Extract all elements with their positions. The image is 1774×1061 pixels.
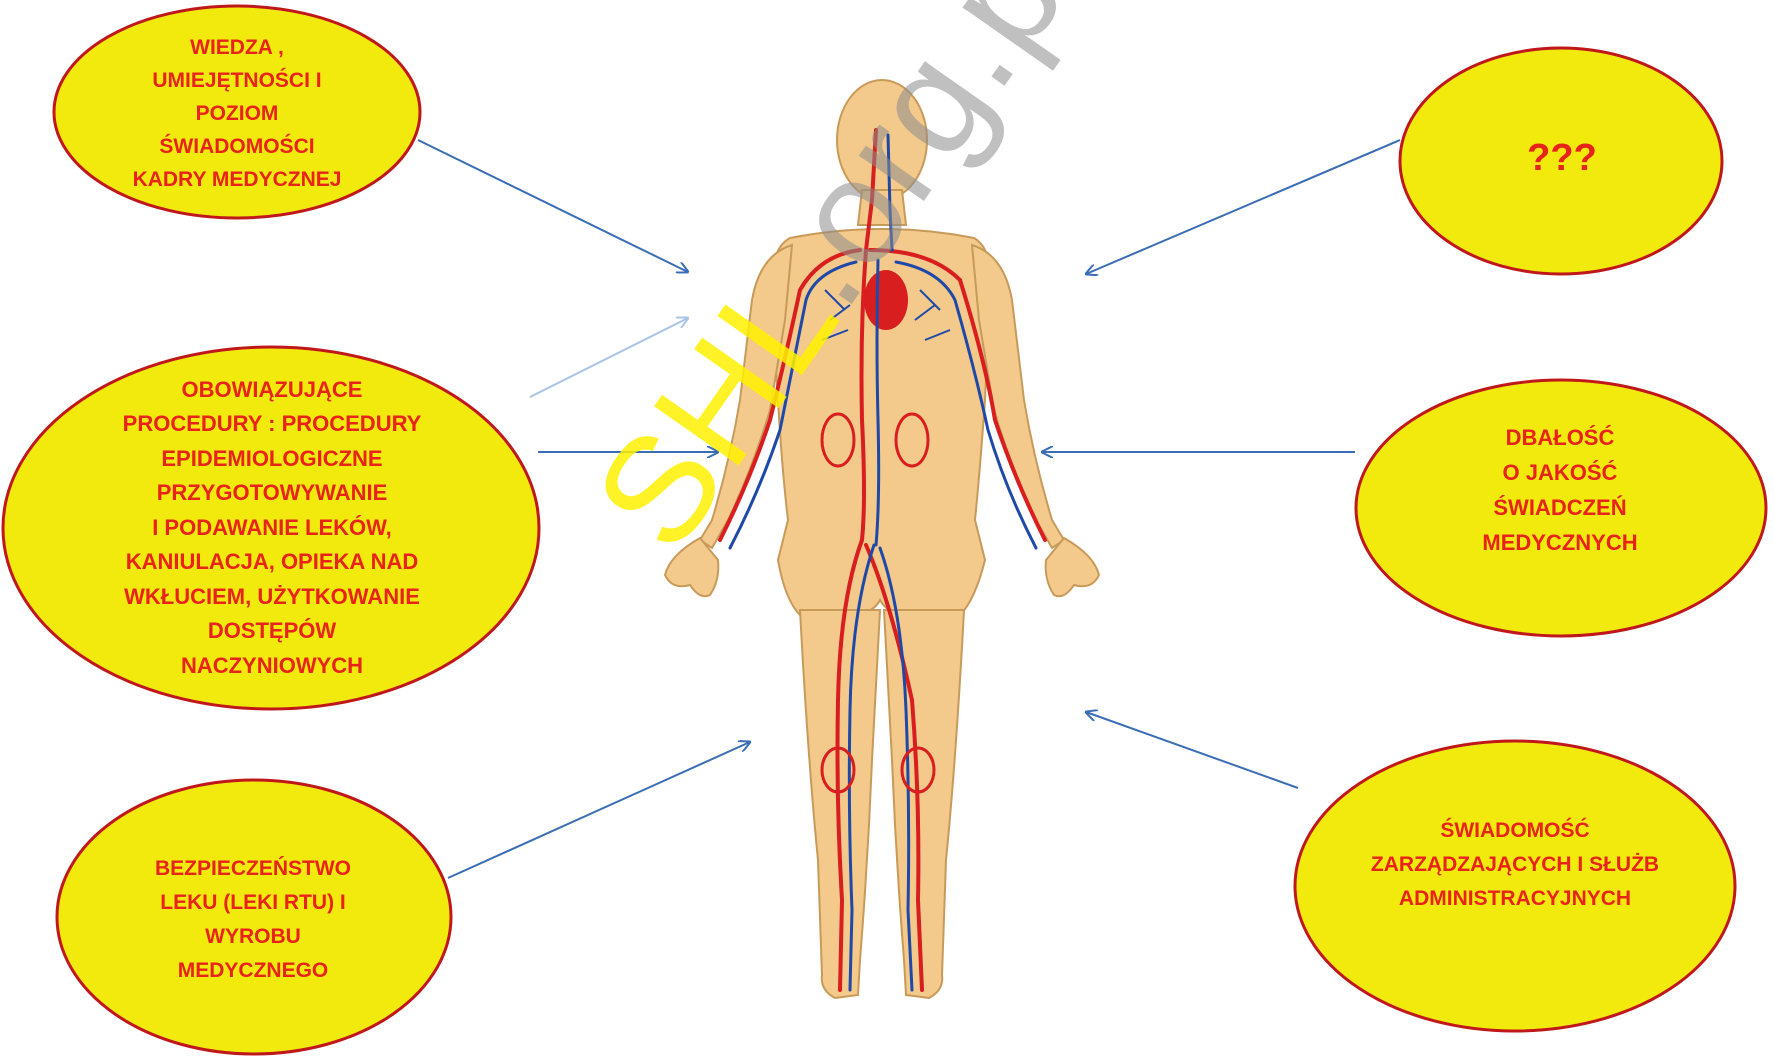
label-procedures: OBOWIĄZUJĄCE PROCEDURY : PROCEDURY EPIDE… — [40, 360, 504, 696]
label-unknown: ??? — [1420, 118, 1704, 198]
arrow-top-left — [418, 140, 688, 272]
label-management-awareness: ŚWIADOMOŚĆ ZARZĄDZAJĄCYCH I SŁUŻB ADMINI… — [1320, 805, 1710, 925]
label-text: OBOWIĄZUJĄCE PROCEDURY : PROCEDURY EPIDE… — [123, 373, 422, 684]
label-text: ŚWIADOMOŚĆ ZARZĄDZAJĄCYCH I SŁUŻB ADMINI… — [1371, 814, 1659, 916]
human-circulatory-system-icon — [665, 80, 1099, 998]
label-quality-care: DBAŁOŚĆ O JAKOŚĆ ŚWIADCZEŃ MEDYCZNYCH — [1390, 415, 1730, 565]
arrow-top-right — [1086, 140, 1400, 274]
heart-icon — [864, 270, 908, 330]
label-knowledge-medical-staff: WIEDZA , UMIEJĘTNOŚCI I POZIOM ŚWIADOMOŚ… — [84, 30, 390, 196]
label-drug-safety: BEZPIECZEŃSTWO LEKU (LEKI RTU) I WYROBU … — [100, 850, 406, 990]
arrow-bottom-left — [448, 742, 750, 878]
label-text: WIEDZA , UMIEJĘTNOŚCI I POZIOM ŚWIADOMOŚ… — [133, 31, 342, 196]
arrow-bottom-right — [1086, 712, 1298, 788]
label-text: ??? — [1527, 136, 1597, 180]
label-text: DBAŁOŚĆ O JAKOŚĆ ŚWIADCZEŃ MEDYCZNYCH — [1482, 420, 1637, 560]
label-text: BEZPIECZEŃSTWO LEKU (LEKI RTU) I WYROBU … — [155, 852, 351, 988]
arrow-faint — [530, 318, 688, 397]
